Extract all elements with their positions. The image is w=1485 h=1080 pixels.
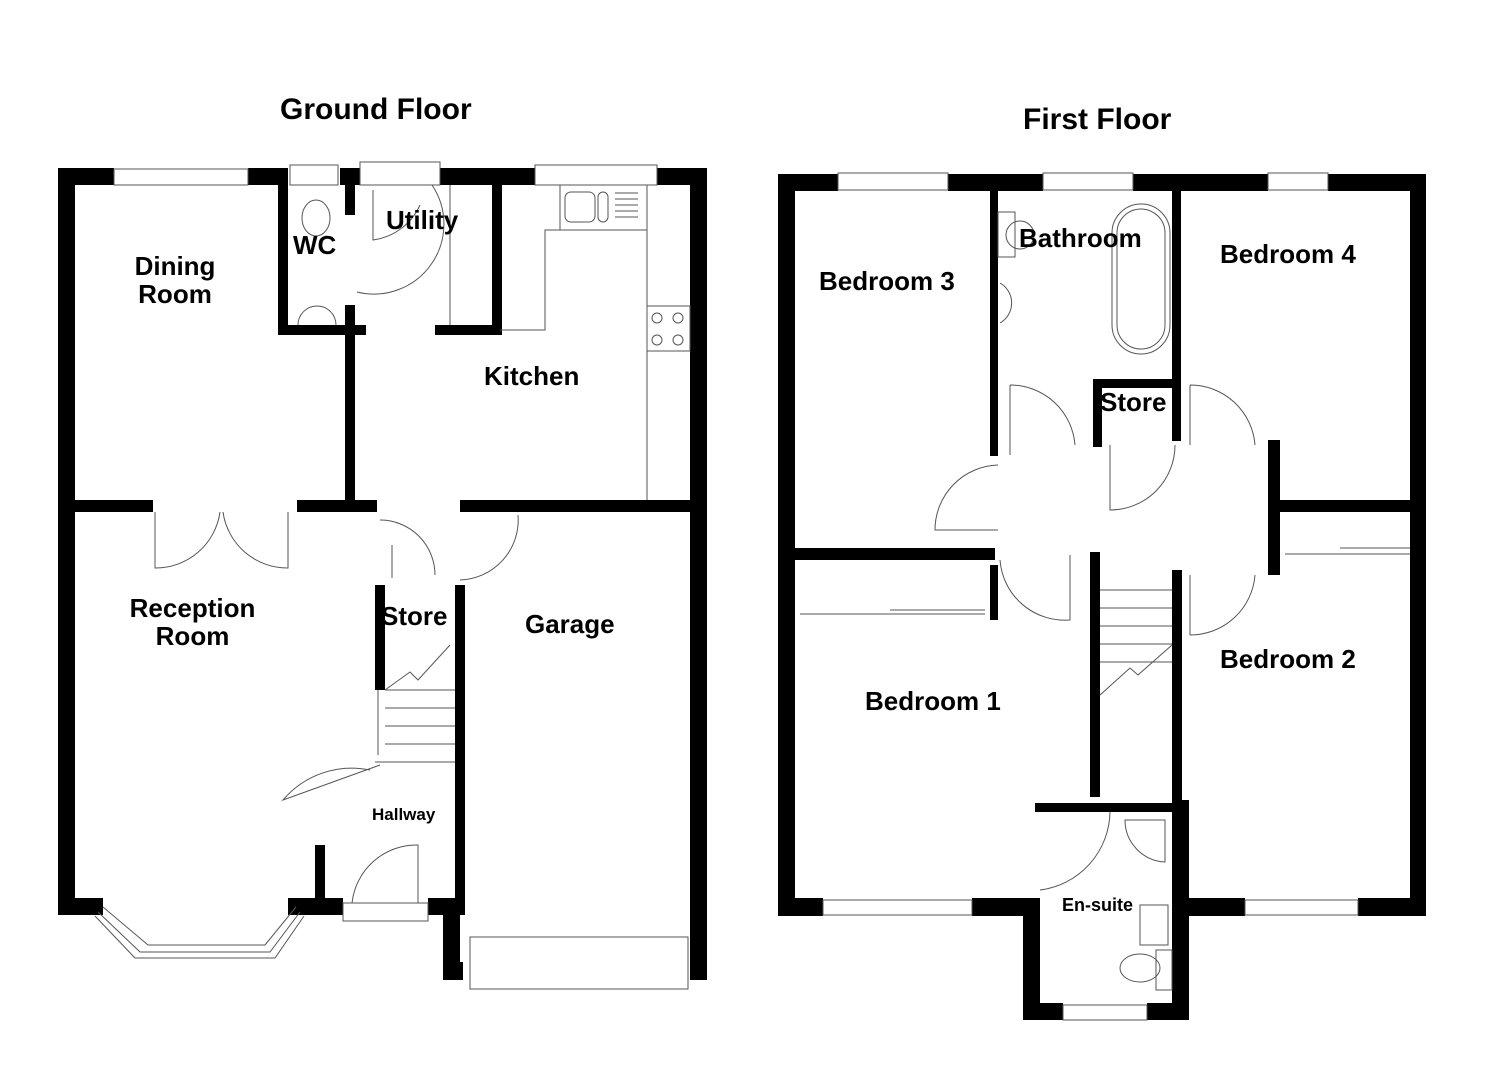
ground-floor-title: Ground Floor bbox=[280, 93, 472, 126]
room-label-dining: Dining Room bbox=[130, 252, 220, 308]
room-label-kitchen: Kitchen bbox=[484, 361, 580, 391]
room-label-bathroom: Bathroom bbox=[1019, 223, 1142, 253]
dining-line-2: Room bbox=[138, 279, 212, 309]
reception-line-2: Room bbox=[155, 621, 230, 651]
first-floor-plan bbox=[778, 172, 1426, 1021]
ground-floor-plan bbox=[58, 161, 707, 990]
reception-line-1: Reception bbox=[129, 593, 256, 623]
room-label-utility: Utility bbox=[386, 205, 459, 235]
room-label-bedroom-4: Bedroom 4 bbox=[1220, 239, 1356, 269]
room-label-store-ground: Store bbox=[381, 601, 448, 631]
room-label-hallway: Hallway bbox=[372, 805, 436, 824]
dining-line-1: Dining bbox=[134, 251, 216, 281]
first-floor-title: First Floor bbox=[1023, 103, 1172, 136]
room-label-reception: Reception Room bbox=[120, 594, 265, 650]
room-label-bedroom-3: Bedroom 3 bbox=[819, 266, 955, 296]
room-label-store-first: Store bbox=[1100, 387, 1167, 417]
room-label-bedroom-1: Bedroom 1 bbox=[865, 686, 1001, 716]
room-label-garage: Garage bbox=[525, 609, 615, 639]
room-label-bedroom-2: Bedroom 2 bbox=[1220, 644, 1356, 674]
room-label-wc: WC bbox=[293, 230, 337, 260]
room-label-ensuite: En-suite bbox=[1062, 895, 1134, 915]
